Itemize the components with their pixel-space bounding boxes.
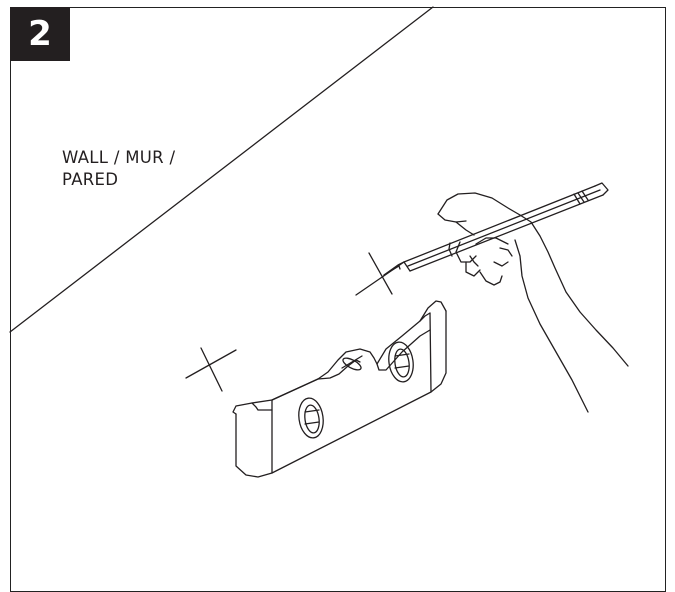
pencil-icon xyxy=(383,182,609,276)
wall-edge-line xyxy=(9,6,434,333)
hand-icon xyxy=(437,192,629,413)
wall-label-line-2: PARED xyxy=(62,170,119,189)
mark-x-icon xyxy=(355,252,405,296)
step-number-badge: 2 xyxy=(10,7,70,61)
wall-label: WALL / MUR / PARED xyxy=(62,147,175,191)
wall-label-line-1: WALL / MUR / xyxy=(62,148,176,167)
step-number: 2 xyxy=(28,14,52,54)
level-tool-icon xyxy=(232,300,447,478)
mark-x-icon xyxy=(185,347,237,392)
